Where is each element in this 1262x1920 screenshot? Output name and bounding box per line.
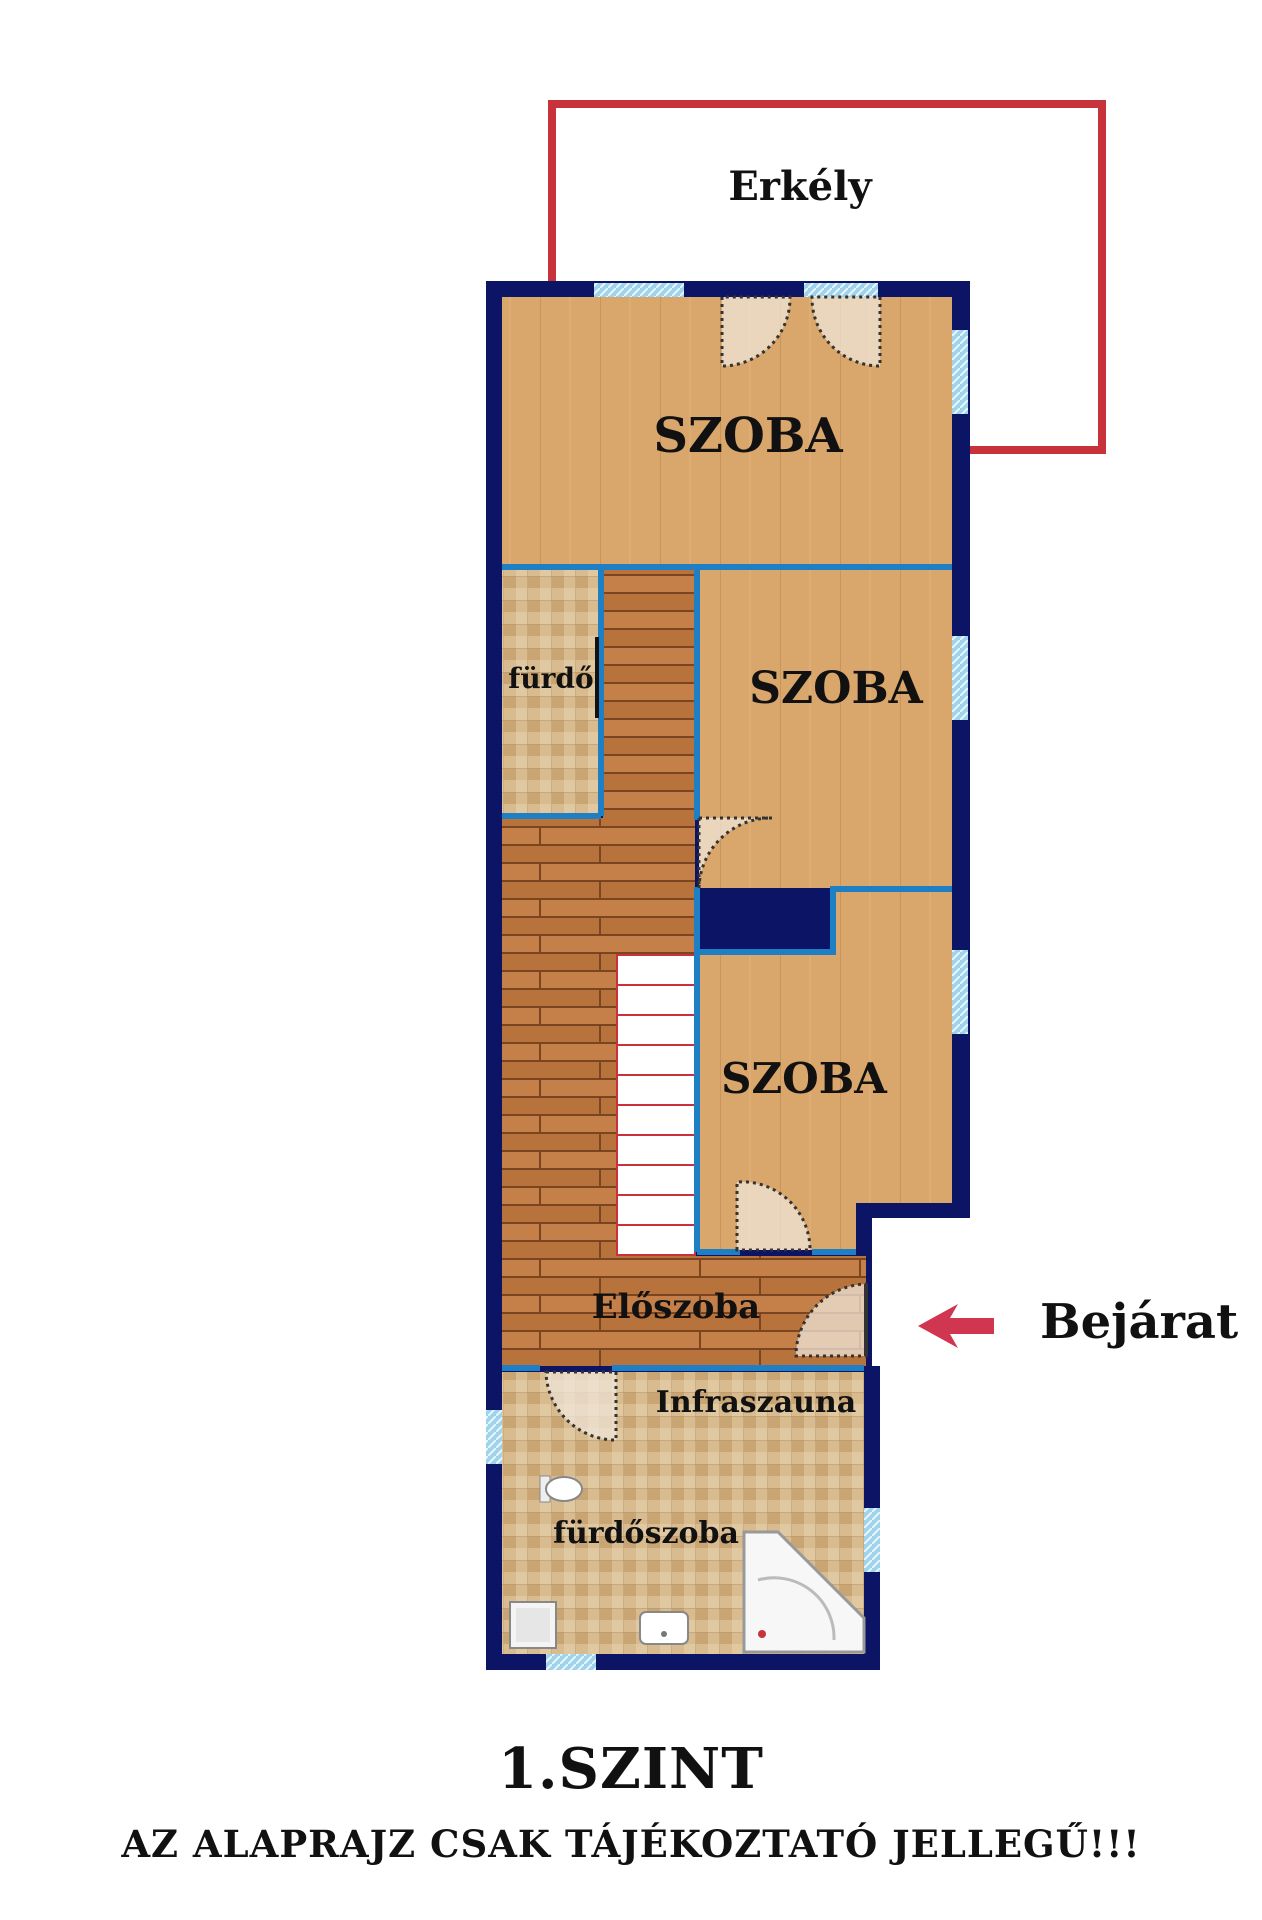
- balcony-label: Erkély: [728, 163, 873, 210]
- corridor-floor: [603, 569, 695, 823]
- balcony-outline: [548, 100, 1106, 454]
- sauna-label: Infraszauna: [656, 1385, 856, 1420]
- entrance-label: Bejárat: [1040, 1294, 1238, 1350]
- small-bath-floor: [502, 569, 599, 814]
- hall-label: Előszoba: [592, 1287, 760, 1327]
- toilet-icon: [539, 1475, 583, 1503]
- stair-steps: [617, 984, 695, 1226]
- sink-icon: [639, 1611, 689, 1645]
- room-1-label: SZOBA: [653, 408, 843, 464]
- shower-icon: [509, 1601, 557, 1649]
- room-2-label: SZOBA: [749, 663, 923, 714]
- bathroom-label: fürdőszoba: [553, 1516, 739, 1551]
- level-title: 1.SZINT: [498, 1736, 764, 1802]
- door-swings: [544, 295, 882, 1442]
- lower-room-floor: [699, 892, 952, 1250]
- middle-room-floor: [699, 569, 952, 888]
- small-bath-label: fürdő: [508, 662, 593, 695]
- room-3-label: SZOBA: [721, 1054, 888, 1103]
- corner-bathtub-icon: [742, 1530, 866, 1654]
- inner-walls: [502, 564, 952, 1371]
- disclaimer-note: AZ ALAPRAJZ CSAK TÁJÉKOZTATÓ JELLEGŰ!!!: [121, 1822, 1141, 1866]
- entrance-arrow-icon: [918, 1304, 994, 1348]
- windows: [486, 283, 968, 1670]
